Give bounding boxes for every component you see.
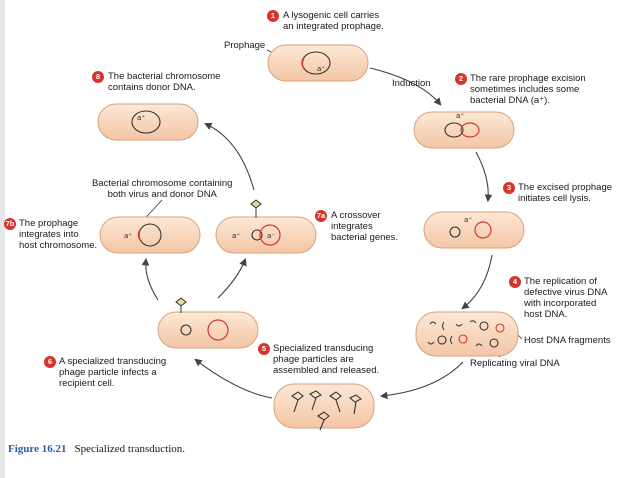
step-text-line: integrates — [331, 221, 373, 232]
label-chromosome-both: Bacterial chromosome containing both vir… — [92, 178, 232, 200]
step-3-text: The excised prophage initiates cell lysi… — [518, 182, 612, 204]
phage-particles — [291, 390, 363, 431]
prophage-loop — [301, 57, 307, 71]
cell-crossover: a⁺ a⁻ — [215, 199, 317, 254]
step-text-line: The excised prophage — [518, 182, 613, 193]
step-badge-7a: 7a — [315, 210, 327, 222]
step-text-line: The prophage — [19, 218, 79, 229]
cell-integration: a⁺ — [99, 216, 201, 254]
step-text-line: A specialized transducing — [59, 356, 167, 367]
step-text-line: sometimes includes some — [470, 84, 580, 95]
step-text-line: recipient cell. — [59, 378, 115, 389]
viral-dna-circles — [437, 321, 505, 348]
step-7a-text: A crossover integrates bacterial genes. — [331, 210, 398, 243]
step-badge-2: 2 — [455, 73, 467, 85]
step-badge-6: 6 — [44, 356, 56, 368]
step-text-line: The rare prophage excision — [470, 73, 586, 84]
gene-a-plus-mark: a⁺ — [456, 112, 464, 120]
step-badge-4: 4 — [509, 276, 521, 288]
figure-number: Figure 16.21 — [8, 443, 67, 455]
dna-fragments — [427, 320, 483, 347]
cell-lysogenic: a⁺ — [267, 44, 369, 82]
step-text-line: Specialized transducing — [273, 343, 374, 354]
step-text-line: contains donor DNA. — [108, 82, 196, 93]
step-text-line: A lysogenic cell carries — [283, 10, 380, 21]
label-host-dna-fragments: Host DNA fragments — [524, 335, 611, 346]
gene-a-plus-mark: a⁺ — [317, 65, 325, 73]
label-prophage: Prophage — [224, 40, 266, 51]
step-text-line: The bacterial chromosome — [108, 71, 221, 82]
step-6-text: A specialized transducing phage particle… — [59, 356, 166, 389]
step-text-line: phage particles are — [273, 354, 354, 365]
gene-a-plus-mark: a⁺ — [124, 232, 132, 240]
cell-donor-dna: a⁺ — [97, 103, 199, 141]
step-text-line: integrates into — [19, 229, 79, 240]
arrow-4-to-5 — [379, 361, 464, 400]
step-8-text: The bacterial chromosome contains donor … — [108, 71, 220, 93]
step-text-line: bacterial genes. — [331, 232, 399, 243]
attached-phage — [250, 199, 262, 218]
attached-phage — [175, 297, 187, 313]
arrow-7a-to-8 — [204, 122, 255, 191]
cell-recipient — [157, 297, 259, 349]
step-text-line: assembled and released. — [273, 365, 380, 376]
arrow-5-to-6 — [194, 358, 273, 399]
gene-a-plus-mark: a⁺ — [464, 216, 472, 224]
step-1-text: A lysogenic cell carries an integrated p… — [283, 10, 384, 32]
gene-a-plus-mark: a⁺ — [137, 114, 145, 122]
step-badge-8: 8 — [92, 71, 104, 83]
gene-a-minus-mark: a⁻ — [267, 232, 275, 240]
cell-replication — [415, 311, 519, 357]
step-text-line: initiates cell lysis. — [518, 193, 591, 204]
step-7b-text: The prophage integrates into host chromo… — [19, 218, 97, 251]
step-5-text: Specialized transducing phage particles … — [273, 343, 379, 376]
step-text-line: bacterial DNA (a⁺). — [470, 95, 550, 106]
step-text-line: host DNA. — [524, 309, 568, 320]
cell-excised-prophage: a⁺ — [423, 211, 525, 249]
step-text-line: defective virus DNA — [524, 287, 608, 298]
step-text-line: phage particle infects a — [59, 367, 157, 378]
step-4-text: The replication of defective virus DNA w… — [524, 276, 607, 320]
gene-a-plus-mark: a⁺ — [232, 232, 240, 240]
figure-caption: Figure 16.21 Specialized transduction. — [8, 443, 185, 455]
step-text-line: an integrated prophage. — [283, 21, 384, 32]
step-text-line: A crossover — [331, 210, 381, 221]
arrow-2-to-3 — [475, 151, 493, 203]
cell-excision: a⁺ — [413, 111, 515, 149]
page-edge-shadow — [0, 0, 5, 478]
step-text-line: The replication of — [524, 276, 597, 287]
cell-phage-release — [273, 383, 375, 431]
arrow-6-to-7b — [141, 257, 159, 301]
figure-title: Specialized transduction. — [74, 443, 186, 455]
step-badge-1: 1 — [267, 10, 279, 22]
step-text-line: host chromosome. — [19, 240, 98, 251]
leader-lines — [137, 49, 523, 358]
step-2-text: The rare prophage excision sometimes inc… — [470, 73, 586, 106]
arrow-induction — [369, 67, 442, 106]
cycle-arrows — [141, 67, 493, 400]
label-line: Bacterial chromosome containing — [92, 178, 233, 189]
arrow-3-to-4 — [461, 254, 493, 310]
step-badge-3: 3 — [503, 182, 515, 194]
step-badge-7b: 7b — [4, 218, 16, 230]
arrow-6-to-7a — [217, 257, 247, 299]
step-badge-5: 5 — [258, 343, 270, 355]
label-line: both virus and donor DNA — [107, 189, 217, 200]
step-text-line: with incorporated — [524, 298, 597, 309]
label-induction: Induction — [392, 78, 431, 89]
label-replicating-viral-dna: Replicating viral DNA — [470, 358, 560, 369]
